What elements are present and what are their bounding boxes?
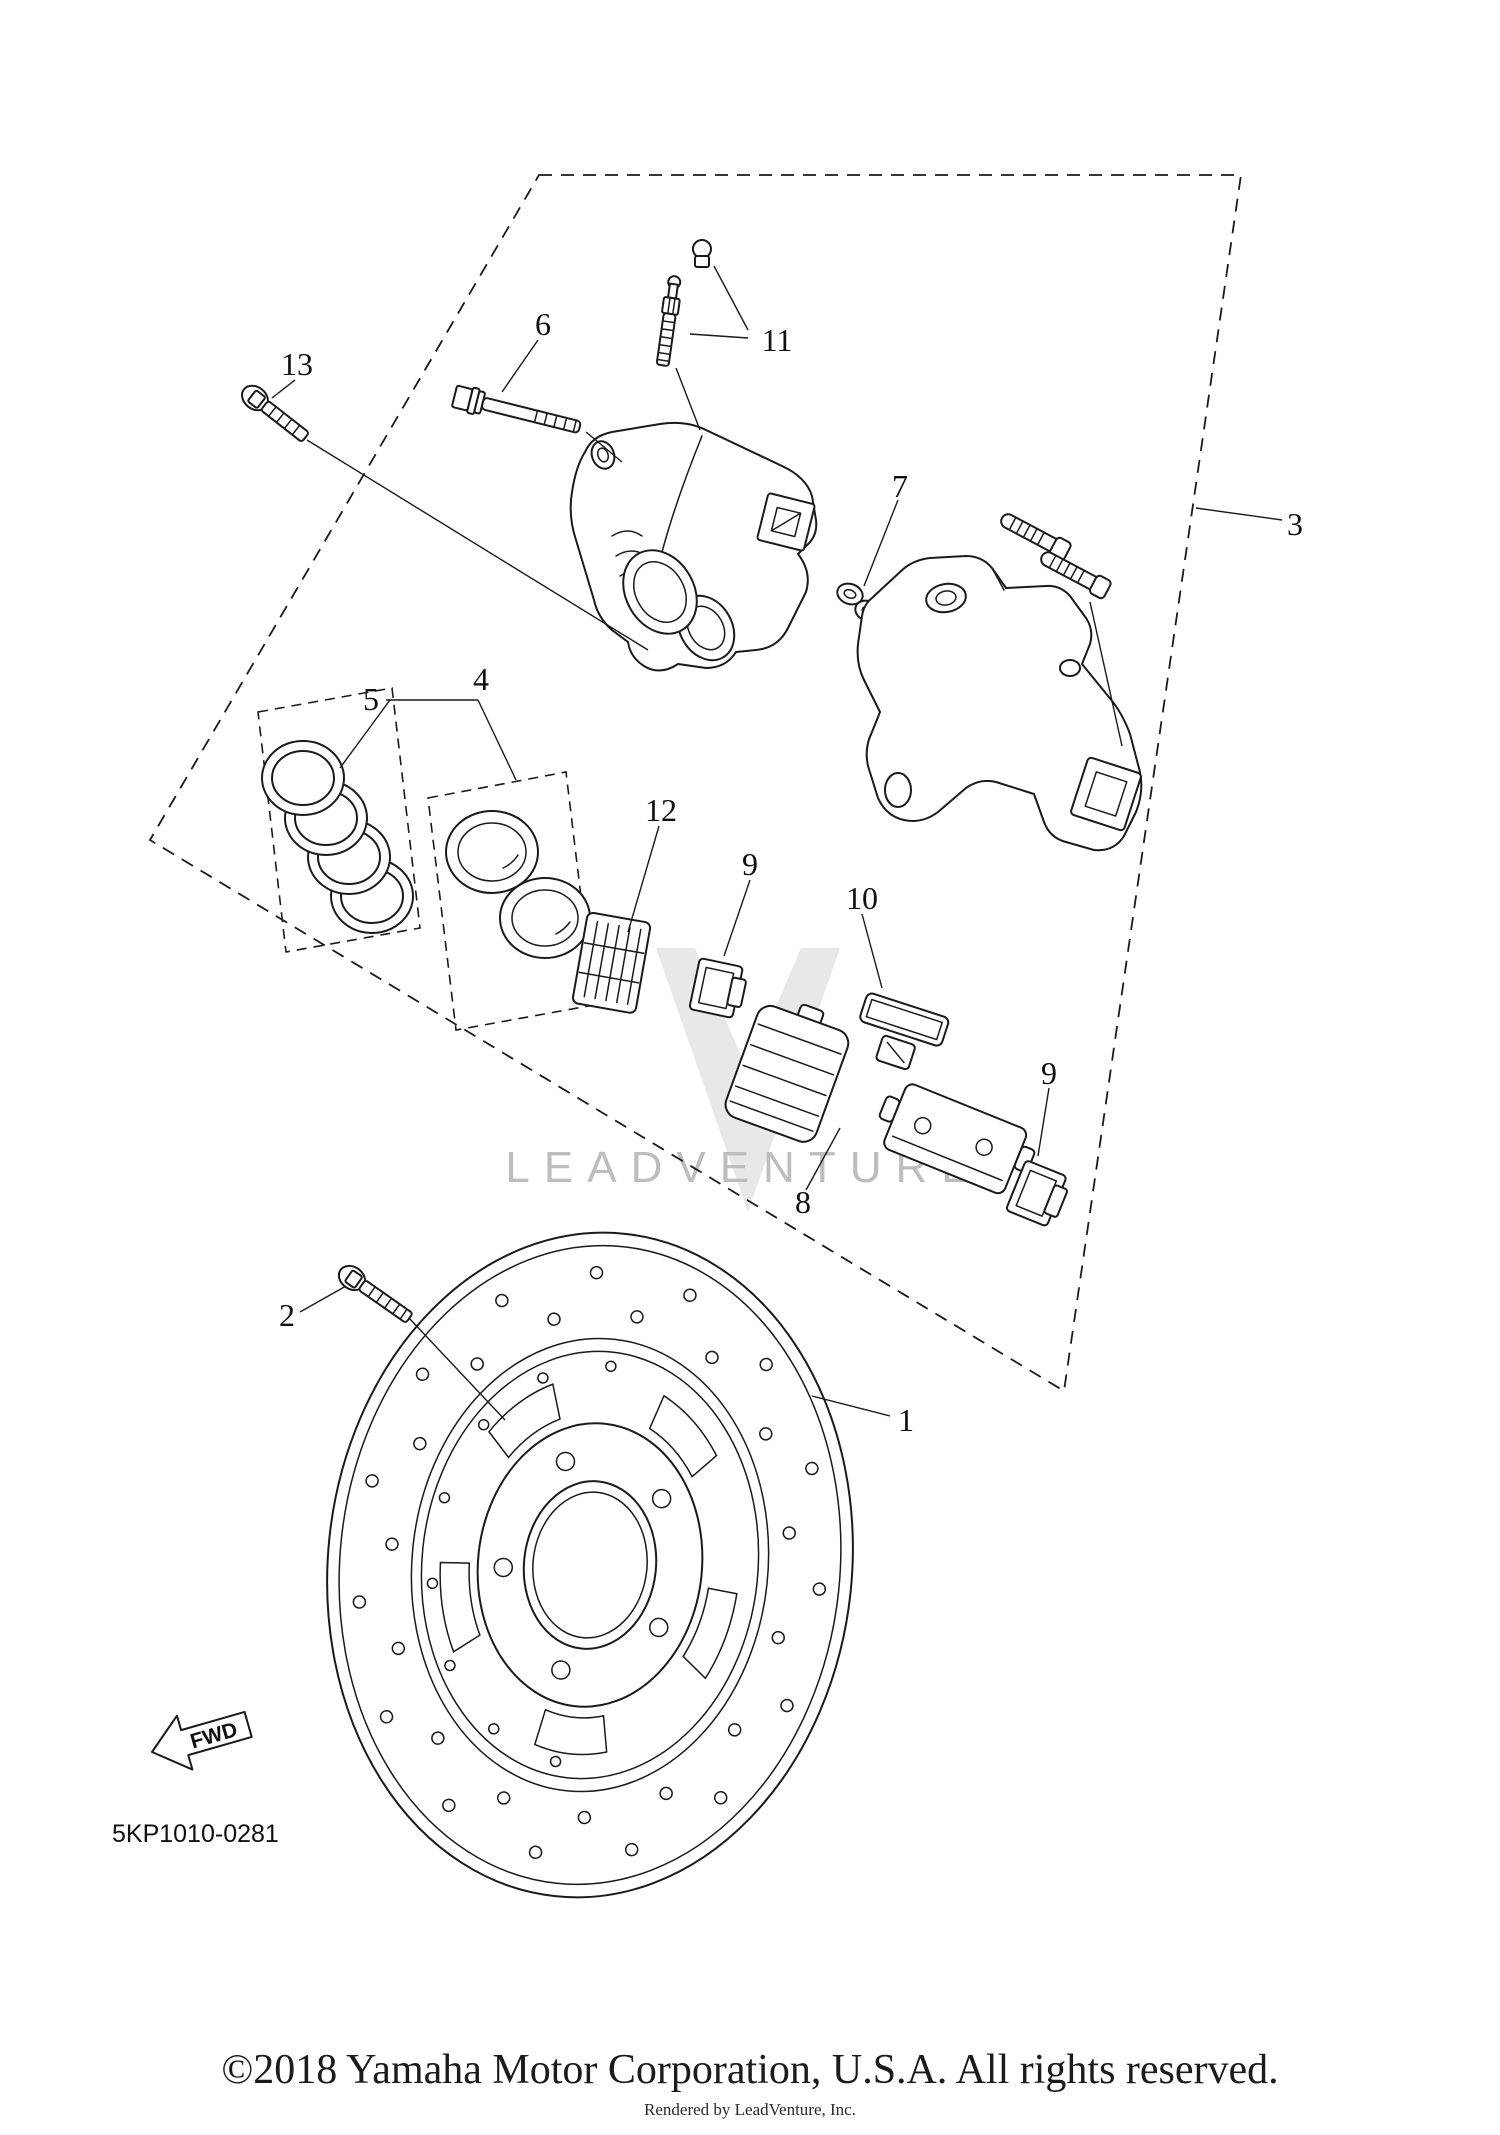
brake-disc <box>326 1231 854 1899</box>
fwd-arrow: FWD <box>151 1710 253 1771</box>
assembly-boundary <box>148 174 1243 1393</box>
callout-8: 8 <box>795 1184 811 1220</box>
callout-9b: 9 <box>1041 1055 1057 1091</box>
caliper-pistons <box>445 810 591 959</box>
callout-7: 7 <box>892 468 908 504</box>
bleeder-cap <box>692 239 712 268</box>
caliper-bracket <box>856 555 1143 852</box>
callout-2: 2 <box>279 1297 295 1333</box>
leader-lines <box>271 265 1283 1421</box>
disc-bolt-2 <box>337 1264 413 1323</box>
caliper-pad-window <box>756 492 816 552</box>
disc-drilled-holes <box>352 1265 827 1860</box>
seal-kit-box <box>257 687 421 953</box>
pad-retainer-10 <box>859 992 950 1071</box>
pad-clip-9a <box>688 957 747 1019</box>
figure-code: 5KP1010-0281 <box>112 1820 279 1848</box>
callout-13: 13 <box>281 346 313 382</box>
callout-1: 1 <box>898 1402 914 1438</box>
caliper-body <box>569 421 818 672</box>
callout-10: 10 <box>846 880 878 916</box>
callout-11: 11 <box>762 322 793 358</box>
brake-pad-rear <box>878 1083 1036 1195</box>
pad-clip-9b <box>1005 1160 1068 1227</box>
callout-5: 5 <box>363 681 379 717</box>
rendered-by-text: Rendered by LeadVenture, Inc. <box>644 2100 856 2119</box>
slide-pin-3a <box>1000 513 1072 562</box>
bleeder-screw <box>655 275 682 367</box>
slide-pin-3b <box>1040 551 1112 600</box>
disc-carrier-slots <box>439 1383 738 1756</box>
callout-6: 6 <box>535 306 551 342</box>
callout-4: 4 <box>473 661 489 697</box>
caliper-bolt-6 <box>451 384 582 434</box>
callouts: 13 6 11 7 3 5 4 12 9 10 9 8 2 1 <box>279 306 1303 1438</box>
callout-3: 3 <box>1287 506 1303 542</box>
pad-shim-12 <box>571 911 652 1014</box>
copyright-text: ©2018 Yamaha Motor Corporation, U.S.A. A… <box>221 2047 1279 2093</box>
piston-seals <box>261 740 414 934</box>
callout-12: 12 <box>645 792 677 828</box>
flange-bolt-13 <box>241 384 309 442</box>
callout-9a: 9 <box>742 846 758 882</box>
brake-pad-front <box>724 1003 850 1143</box>
